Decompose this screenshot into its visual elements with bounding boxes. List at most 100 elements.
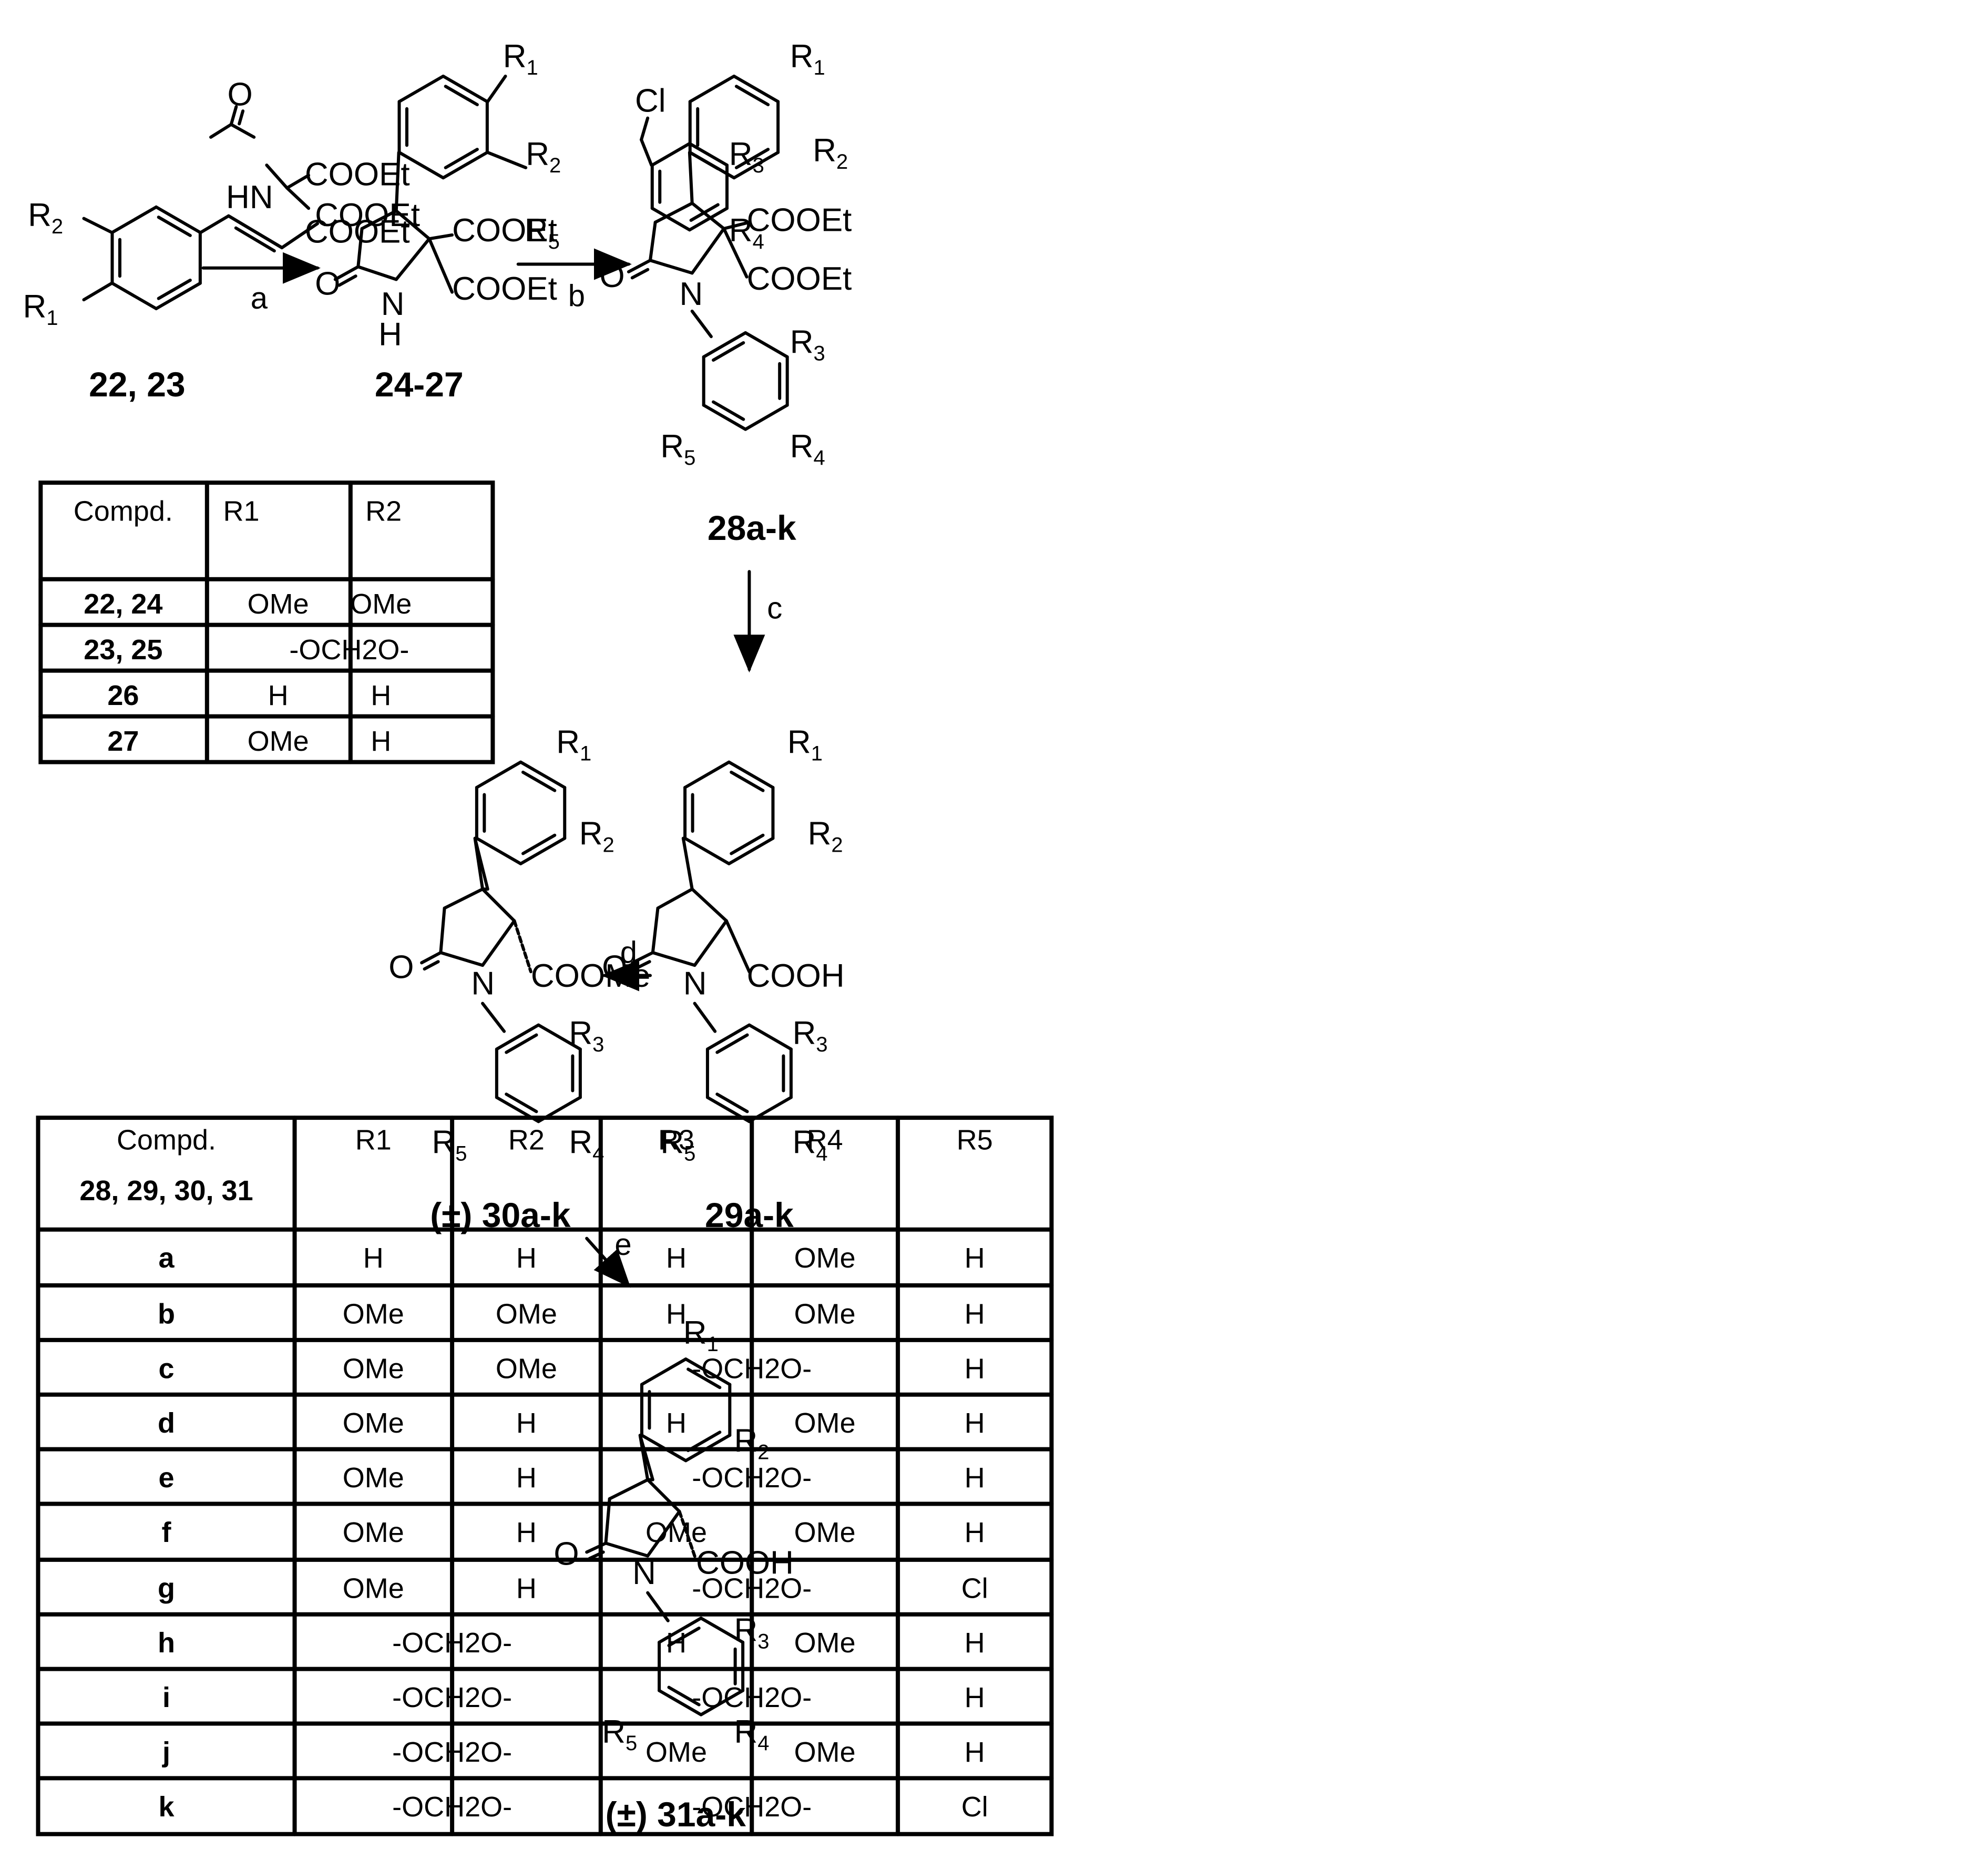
table2-compd-cell: e [158,1462,174,1494]
table2-value-cell: H [666,1298,686,1330]
table1-compd-cell: 22, 24 [84,588,162,620]
table2-compd-cell: g [158,1572,175,1604]
ring-bond [744,331,789,359]
bond-dashed [678,1510,698,1561]
bond [693,1002,717,1033]
bond-double [238,109,245,126]
ester-label: COOEt [747,261,852,297]
bond [732,150,780,180]
table2-value-cell: H [965,1682,985,1713]
ring-bond [747,1023,793,1051]
ring-bond [688,74,736,104]
reagent-a: a [251,281,268,315]
compound-label-22-23: 22, 23 [89,365,186,404]
oxygen-label: O [315,266,340,302]
oxygen-label: O [599,258,624,294]
table2-value-cell: -OCH2O- [692,1572,812,1604]
ring-bond [650,142,691,167]
table2-value-cell: H [965,1407,985,1439]
bond [265,164,289,190]
ring-bond [475,836,522,865]
bond [227,214,284,250]
table2-value-cell: OMe [794,1407,856,1439]
table2-header: R5 [957,1124,993,1156]
bond [356,265,398,281]
bond-double [667,1626,701,1648]
table2-value-cell: H [666,1242,686,1274]
table2-value-cell: -OCH2O- [392,1791,512,1823]
table2-value-cell: Cl [961,1572,988,1604]
compound-label-24-27: 24-27 [375,365,464,404]
r2-label: R2 [734,1423,769,1464]
bond [519,836,567,865]
bond [722,220,751,230]
bond-double [521,770,557,792]
r4-label: R4 [729,212,764,253]
bond [427,233,454,241]
bond [280,222,319,250]
table2-value-cell: H [516,1572,537,1604]
ring-bond [537,1023,582,1051]
bond [442,74,489,104]
table2-value-cell: -OCH2O- [392,1736,512,1768]
table2-value-cell: OMe [794,1517,856,1548]
table2-compd-cell: h [158,1627,175,1659]
ring-bond [397,150,445,180]
table2-value-cell: H [516,1242,537,1274]
reagent-c: c [767,591,782,626]
bond [648,259,694,275]
table2-header: R3 [658,1124,694,1156]
bond [229,105,238,126]
bond [155,281,202,311]
bond-double [444,85,479,107]
table2-value-cell: H [666,1407,686,1439]
compound-label-31: (±) 31a-k [606,1795,746,1834]
bond [229,122,256,139]
r2-label: R2 [579,816,614,857]
bond [604,1541,650,1558]
bond-double [234,226,276,253]
bond-dashed [513,919,532,974]
bond [722,227,749,279]
compound-label-29: 29a-k [705,1195,794,1234]
ring-bond [110,281,158,311]
table1-value-cell: OMe [350,588,412,620]
ring-bond [110,205,158,234]
reagent-d: d [620,935,637,969]
bond [420,951,443,965]
bond-wedge [638,1434,654,1481]
bond-double [157,216,192,237]
acid-label: COOH [696,1545,794,1581]
table2-value-cell: -OCH2O- [392,1627,512,1659]
bond [155,205,202,234]
bond [285,173,311,190]
table2-value-cell: -OCH2O- [692,1353,812,1384]
arrow-e [585,1237,631,1288]
bond [656,887,694,910]
bond [627,259,652,274]
table-cell [38,481,495,764]
table2-header: Compd. [117,1124,216,1156]
table2-compd-cell: a [158,1242,175,1274]
oxygen-label: O [554,1536,579,1572]
bond [658,1689,703,1716]
bond [653,201,694,224]
table2-value-cell: OMe [794,1627,856,1659]
nitrogen-label: N [632,1555,656,1591]
table2-value-cell: OMe [343,1407,404,1439]
table2-value-cell: H [516,1407,537,1439]
bond-double [715,1092,749,1113]
bond [646,1591,670,1622]
r4-label: R4 [734,1714,769,1755]
r4-label: R4 [790,428,825,469]
table2-value-cell: OMe [496,1298,557,1330]
ring-bond [683,760,731,789]
bond-double [667,1685,701,1706]
table2-value-cell: OMe [794,1242,856,1274]
table1-value-cell: H [371,680,391,711]
oxygen-label: O [227,77,252,113]
table2-value-cell: -OCH2O- [692,1791,812,1823]
compound-label-28: 28a-k [708,508,796,547]
bond-double [444,148,479,169]
